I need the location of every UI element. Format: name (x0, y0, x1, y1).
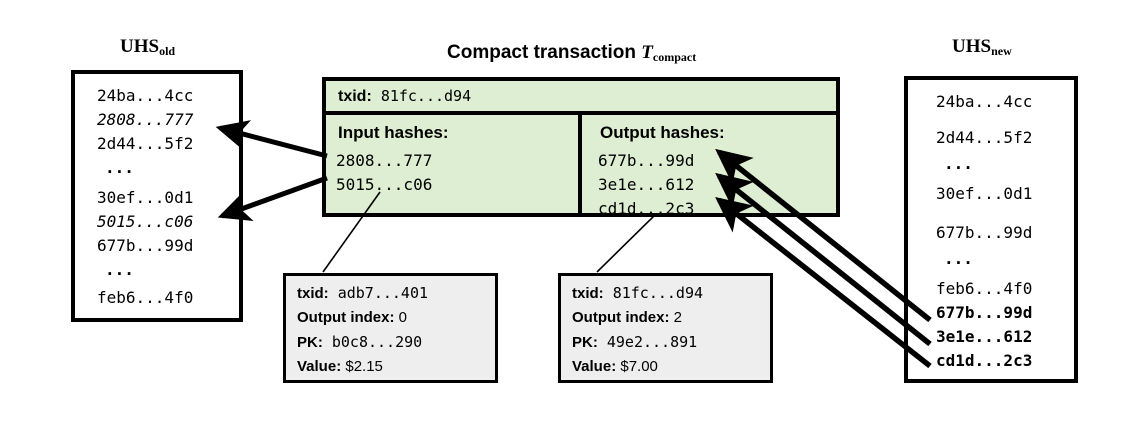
callout-left-key-1: Output index: (297, 309, 395, 326)
uhs-new-caption-main: UHS (952, 36, 992, 57)
callout-left-value-0: adb7...401 (337, 284, 429, 302)
output-hash-2: cd1d...2c3 (598, 199, 695, 218)
uhs-old-box: 24ba...4cc 2808...777 2d44...5f2 ... 30e… (71, 70, 243, 322)
compact-tx-box: txid: 81fc...d94 Input hashes: 2808...77… (322, 77, 840, 218)
uhs-old-entry-7: ... (105, 260, 134, 279)
callout-right-row-2: PK: 49e2...891 (572, 333, 697, 351)
uhs-old-entry-8: feb6...4f0 (97, 288, 194, 307)
callout-right-row-0: txid: 81fc...d94 (572, 284, 703, 302)
compact-tx-caption-symbol: T (641, 42, 653, 63)
callout-left-row-3: Value: $2.15 (297, 358, 383, 375)
uhs-old-entry-5: 5015...c06 (97, 212, 194, 231)
callout-left-value-2: b0c8...290 (331, 333, 423, 351)
callout-right-key-3: Value: (572, 358, 617, 375)
callout-left-key-2: PK: (297, 334, 323, 351)
callout-left-row-2: PK: b0c8...290 (297, 333, 422, 351)
input-hashes-title: Input hashes: (338, 123, 449, 142)
input-hash-0: 2808...777 (336, 151, 433, 170)
uhs-old-entry-3: ... (105, 158, 134, 177)
uhs-old-caption-sub: old (159, 44, 176, 58)
callout-right-key-0: txid: (572, 285, 604, 302)
callout-output-detail: txid: 81fc...d94 Output index: 2 PK: 49e… (558, 273, 773, 383)
callout-left-value-3: $2.15 (345, 358, 383, 375)
uhs-old-entry-2: 2d44...5f2 (97, 134, 194, 153)
callout-right-value-0: 81fc...d94 (612, 284, 704, 302)
compact-tx-caption: Compact transaction Tcompact (447, 42, 696, 64)
callout-input-detail: txid: adb7...401 Output index: 0 PK: b0c… (283, 273, 498, 383)
callout-right-row-1: Output index: 2 (572, 309, 682, 326)
uhs-new-entry-2: ... (944, 154, 973, 173)
uhs-new-box: 24ba...4cc 2d44...5f2 ... 30ef...0d1 677… (904, 76, 1078, 383)
callout-right-value-2: 49e2...891 (606, 333, 698, 351)
column-divider (578, 115, 582, 213)
uhs-old-entry-0: 24ba...4cc (97, 86, 194, 105)
callout-left-value-1: 0 (398, 309, 408, 326)
compact-tx-caption-prefix: Compact transaction (447, 42, 642, 63)
txid-value: 81fc...d94 (380, 87, 472, 105)
output-hashes-title: Output hashes: (600, 123, 725, 142)
uhs-new-entry-5: ... (944, 249, 973, 268)
uhs-new-entry-3: 30ef...0d1 (936, 184, 1033, 203)
callout-right-value-3: $7.00 (620, 358, 658, 375)
uhs-new-entry-4: 677b...99d (936, 223, 1033, 242)
uhs-new-entry-6: feb6...4f0 (936, 279, 1033, 298)
callout-right-value-1: 2 (673, 309, 683, 326)
uhs-new-entry-0: 24ba...4cc (936, 92, 1033, 111)
uhs-old-entry-1: 2808...777 (97, 110, 194, 129)
connector-output-callout (596, 214, 656, 273)
callout-right-key-2: PK: (572, 334, 598, 351)
input-hash-1: 5015...c06 (336, 175, 433, 194)
txid-row: txid: 81fc...d94 (338, 87, 471, 106)
uhs-old-entry-6: 677b...99d (97, 236, 194, 255)
callout-right-row-3: Value: $7.00 (572, 358, 658, 375)
callout-left-row-1: Output index: 0 (297, 309, 407, 326)
output-hash-0: 677b...99d (598, 151, 695, 170)
output-hash-1: 3e1e...612 (598, 175, 695, 194)
uhs-new-caption-sub: new (991, 44, 1012, 58)
callout-left-key-3: Value: (297, 358, 342, 375)
txid-label: txid: (338, 88, 372, 105)
uhs-new-entry-9: cd1d...2c3 (936, 351, 1033, 370)
compact-tx-caption-symbol-sub: compact (652, 50, 697, 64)
uhs-new-entry-8: 3e1e...612 (936, 327, 1033, 346)
callout-left-key-0: txid: (297, 285, 329, 302)
uhs-old-entry-4: 30ef...0d1 (97, 188, 194, 207)
callout-left-row-0: txid: adb7...401 (297, 284, 428, 302)
uhs-new-entry-7: 677b...99d (936, 303, 1033, 322)
uhs-old-caption: UHSold (120, 36, 175, 58)
uhs-old-caption-main: UHS (120, 36, 160, 57)
callout-right-key-1: Output index: (572, 309, 670, 326)
uhs-new-entry-1: 2d44...5f2 (936, 128, 1033, 147)
compact-tx-header: txid: 81fc...d94 (326, 81, 836, 115)
uhs-new-caption: UHSnew (952, 36, 1012, 58)
